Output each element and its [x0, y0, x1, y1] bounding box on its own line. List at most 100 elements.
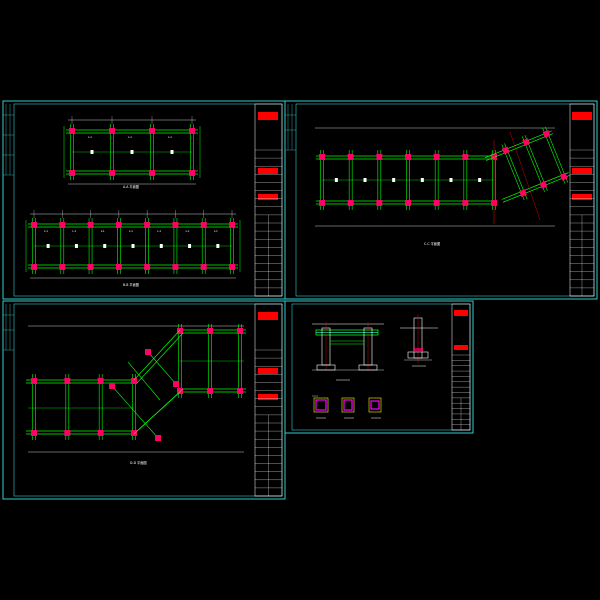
beam-line	[136, 388, 184, 432]
beam-line	[501, 172, 569, 200]
column	[405, 154, 411, 160]
plan-b-label: B-B 平面图	[123, 283, 139, 287]
beam-line	[111, 385, 159, 439]
column	[131, 378, 137, 384]
section-mark	[188, 244, 192, 248]
detail-5-5	[368, 397, 382, 419]
sheet-3: D-D 平面图	[2, 300, 286, 500]
plan-c-label: C-C 平面图	[424, 242, 440, 246]
column	[207, 328, 213, 334]
column	[172, 222, 179, 228]
title-block	[451, 303, 471, 431]
section-mark	[159, 244, 163, 248]
column	[522, 138, 531, 147]
beam-line	[133, 329, 181, 381]
column	[200, 264, 207, 270]
column	[519, 189, 527, 197]
section-mark	[449, 178, 453, 182]
column	[405, 200, 411, 206]
section-mark	[363, 178, 367, 182]
section-mark	[103, 244, 107, 248]
section-mark	[392, 178, 396, 182]
section-mark	[90, 150, 94, 154]
column	[501, 146, 510, 155]
section-mark	[130, 150, 134, 154]
column	[207, 388, 213, 394]
column	[319, 200, 325, 206]
column	[229, 222, 235, 228]
plan-d	[26, 324, 246, 453]
section-mark	[334, 178, 338, 182]
plan-c	[315, 126, 570, 227]
column	[189, 128, 195, 134]
detail-1-1	[312, 322, 384, 381]
column	[229, 264, 235, 270]
section-mark	[46, 244, 50, 248]
section-mark	[420, 178, 424, 182]
beam-line	[486, 133, 554, 161]
column	[131, 430, 137, 436]
column	[109, 170, 115, 176]
beam-tag: L-1	[88, 135, 92, 139]
beam-tag: L-1	[186, 229, 190, 233]
beam-tag: L-1	[129, 229, 133, 233]
column	[433, 200, 440, 206]
column	[462, 200, 469, 206]
beam-tag: L-1	[168, 135, 172, 139]
column	[189, 170, 195, 176]
column	[149, 170, 155, 176]
column	[64, 378, 71, 384]
title-block	[254, 103, 283, 297]
column	[64, 430, 71, 436]
detail-2-2	[400, 314, 438, 367]
title-block	[254, 303, 283, 497]
section-mark	[170, 150, 174, 154]
column	[559, 172, 568, 181]
column	[237, 388, 243, 394]
column	[177, 388, 183, 394]
beam-line	[147, 351, 177, 385]
column	[97, 430, 104, 436]
column	[144, 222, 151, 228]
plan-a: L-1 L-1 L-1	[63, 116, 201, 185]
column	[87, 264, 94, 270]
column	[115, 222, 122, 228]
column	[542, 130, 551, 138]
title-block	[569, 103, 595, 297]
beam-tag: L-1	[128, 135, 132, 139]
column	[69, 170, 75, 176]
column	[347, 200, 354, 206]
section-mark	[478, 178, 482, 182]
column	[155, 435, 161, 441]
sheet-4	[284, 300, 474, 434]
beam-tag: L-1	[214, 229, 218, 233]
column	[109, 128, 115, 134]
column	[149, 128, 155, 134]
column	[433, 154, 440, 160]
detail-3-3	[312, 395, 329, 419]
column	[145, 349, 151, 355]
beam-line	[502, 174, 570, 203]
column	[177, 328, 183, 334]
column	[237, 328, 243, 334]
beam-line	[484, 130, 552, 159]
column	[69, 128, 75, 134]
plan-d-label: D-D 平面图	[130, 461, 147, 465]
binding-strip	[3, 304, 14, 351]
section-mark	[216, 244, 220, 248]
column	[200, 222, 207, 228]
beam-line	[127, 361, 161, 401]
column	[97, 378, 104, 384]
column	[31, 222, 37, 228]
column	[376, 200, 383, 206]
column	[462, 154, 469, 160]
section-mark	[131, 244, 135, 248]
column	[31, 378, 37, 384]
rotated-segment	[484, 126, 570, 203]
detail-4-4	[341, 397, 355, 419]
column	[144, 264, 151, 270]
column	[319, 154, 325, 160]
